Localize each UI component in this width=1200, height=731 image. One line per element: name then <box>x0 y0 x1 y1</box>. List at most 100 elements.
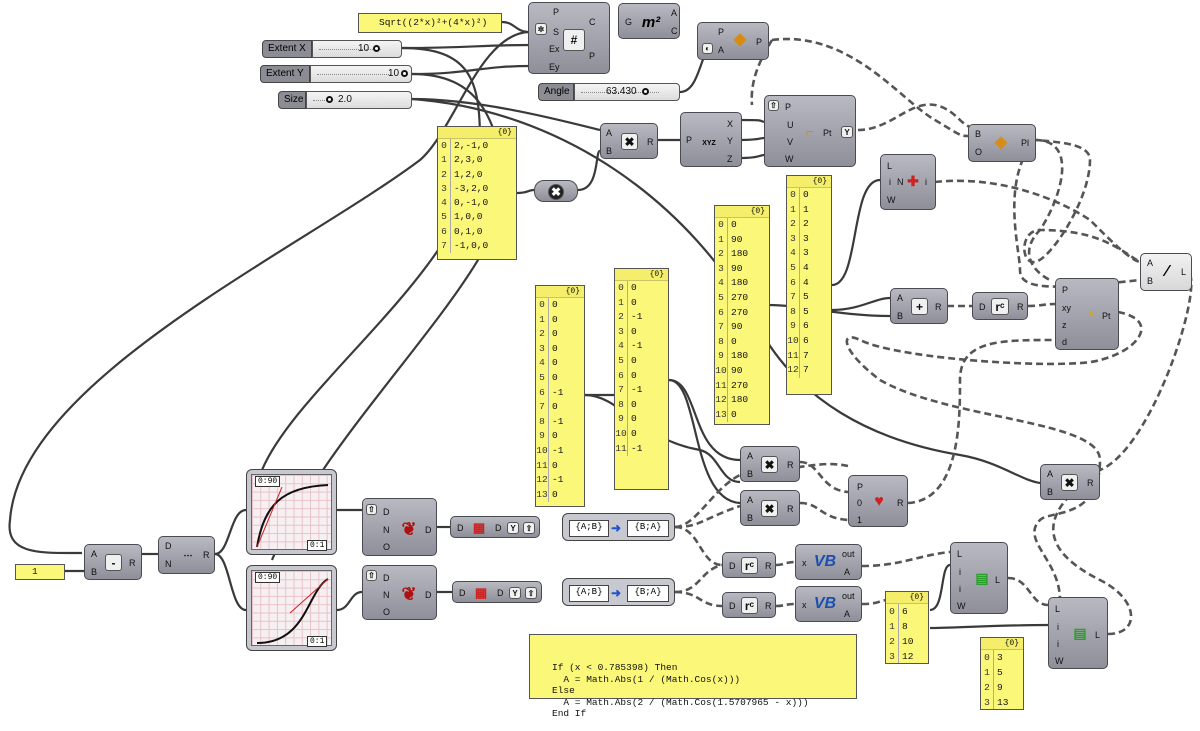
row-value: 5 <box>997 667 1003 678</box>
row-value: 0 <box>552 488 558 500</box>
slider-track[interactable] <box>574 83 680 101</box>
slider-value: 10 <box>358 43 370 54</box>
graph-top-tag: 0:90 <box>255 572 281 583</box>
row-value: 0 <box>731 335 737 347</box>
row-value: 5 <box>803 305 809 317</box>
row-index: 4 <box>787 246 800 261</box>
row-index: 10 <box>787 333 800 349</box>
path-mapper-bottom[interactable]: {A;B} ➜ {B;A} <box>562 578 675 606</box>
evaluate-surface-component[interactable]: P U V W Pt ⌐ ⇧ Y <box>764 95 856 167</box>
point-polar-component[interactable]: P xy z d Pt ◔ <box>1055 278 1119 350</box>
row-value: 13 <box>997 697 1009 708</box>
row-value: 0 <box>552 430 558 442</box>
path-mapper-top[interactable]: {A;B} ➜ {B;A} <box>562 513 675 541</box>
graph-area[interactable] <box>251 570 332 646</box>
radians-component[interactable]: D R rᶜ <box>722 592 776 618</box>
rotate-component[interactable]: P A P ◆ ◐ <box>697 22 769 60</box>
slider-knob[interactable] <box>373 45 380 52</box>
subtraction-component[interactable]: A B R - <box>84 544 142 580</box>
weave-component[interactable]: L i i W L ▤ <box>950 542 1008 614</box>
vb-script-component[interactable]: x out A VB <box>795 586 862 622</box>
row-value: 4 <box>803 276 809 288</box>
plane-component[interactable]: B O Pl ◈ <box>968 124 1036 162</box>
slider-size[interactable]: Size 2.0 <box>278 91 412 109</box>
row-index: 0 <box>715 218 728 233</box>
tree-component[interactable]: D D ▦ Y ⇧ <box>452 581 542 603</box>
row-index: 0 <box>787 188 800 203</box>
row-value: 1,0,0 <box>454 211 483 223</box>
slider-extent-x[interactable]: Extent X 10 <box>262 40 402 58</box>
area-component[interactable]: G A C m² <box>618 3 680 39</box>
row-index: 0 <box>981 650 994 665</box>
graft-icon: Y <box>507 522 519 534</box>
graph-area[interactable] <box>251 474 332 550</box>
row-value: 180 <box>731 394 749 406</box>
slider-track[interactable] <box>310 65 412 83</box>
row-index: 2 <box>886 634 899 649</box>
multiply-component[interactable]: A B R ✖ <box>740 446 800 482</box>
expression-panel[interactable]: Sqrt((2*x)²+(4*x)²) <box>358 13 502 33</box>
row-index: 7 <box>715 320 728 335</box>
plane-icon: ◈ <box>994 134 1008 151</box>
slider-track[interactable] <box>312 40 402 58</box>
vb-script-component[interactable]: x out A VB <box>795 544 862 580</box>
slider-knob[interactable] <box>401 70 408 77</box>
constant-panel[interactable]: 1 <box>15 564 65 580</box>
row-index: 6 <box>787 275 800 291</box>
vb-code-panel[interactable]: If (x < 0.785398) Then A = Math.Abs(1 / … <box>529 634 857 719</box>
panel-row: 11-1 <box>615 441 668 457</box>
multiply-component[interactable]: A B R ✖ <box>1040 464 1100 500</box>
line-component[interactable]: A B L ⁄ <box>1140 253 1192 291</box>
slider-knob[interactable] <box>642 88 649 95</box>
row-value: 0 <box>731 219 737 230</box>
stream-filter-component[interactable]: P 0 1 R ♥ <box>848 475 908 527</box>
slider-knob[interactable] <box>326 96 333 103</box>
row-index: 9 <box>787 319 800 334</box>
row-value: 3 <box>803 247 809 259</box>
radians-component[interactable]: D R rᶜ <box>972 292 1028 320</box>
row-index: 2 <box>981 680 994 695</box>
row-index: 0 <box>536 298 549 313</box>
negate-component[interactable]: ✖ <box>534 180 578 202</box>
slider-extent-y[interactable]: Extent Y 10 <box>260 65 412 83</box>
shift-icon: ⇧ <box>523 522 535 534</box>
multiply-component[interactable]: A B R ✖ <box>600 123 658 159</box>
row-value: 180 <box>731 277 749 289</box>
weave-component[interactable]: L i i W L ▤ <box>1048 597 1108 669</box>
row-index: 11 <box>615 441 628 457</box>
tree-component[interactable]: D D ▦ Y ⇧ <box>450 516 540 538</box>
range-component[interactable]: D N R ⋯ <box>158 536 215 574</box>
radians-component[interactable]: D R rᶜ <box>722 552 776 578</box>
addition-component[interactable]: A B R + <box>890 288 948 324</box>
point-icon: ⌐ <box>805 123 815 139</box>
graph-mapper-top[interactable]: 0:90 0:1 <box>246 469 337 555</box>
graph-mapper-bottom[interactable]: 0:90 0:1 <box>246 565 337 651</box>
multiply-component[interactable]: A B R ✖ <box>740 490 800 526</box>
slider-angle[interactable]: Angle 63.430 <box>538 83 680 101</box>
list-item-component[interactable]: L i W N i ✚ <box>880 154 936 210</box>
deconstruct-point-component[interactable]: P X Y Z XYZ <box>680 112 742 167</box>
row-value: 0 <box>631 354 637 366</box>
rectangle-component[interactable]: P S Ex Ey C P # ✲ <box>528 2 610 74</box>
row-index: 4 <box>615 339 628 354</box>
settings-icon: ⇧ <box>366 504 377 515</box>
evaluate-curve-component[interactable]: D N O D ⇧ ❦ <box>362 498 437 556</box>
slider-label: Extent X <box>262 40 312 58</box>
slider-track[interactable] <box>306 91 412 109</box>
code-line: End If <box>552 708 587 719</box>
evaluate-curve-component[interactable]: D N O D ⇧ ❦ <box>362 565 437 620</box>
row-index: 6 <box>715 305 728 321</box>
